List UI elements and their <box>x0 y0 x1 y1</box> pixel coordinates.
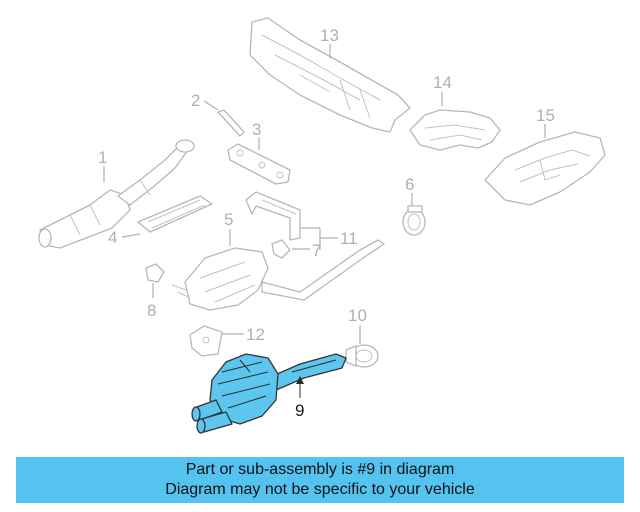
banner-line-1: Part or sub-assembly is #9 in diagram <box>185 461 455 478</box>
part-4-gasket[interactable]: 4 <box>108 195 213 247</box>
part-12-bracket[interactable]: 12 <box>189 325 265 357</box>
part-10-clamp[interactable]: 10 <box>345 306 379 368</box>
part-7-hanger[interactable]: 7 <box>271 239 321 260</box>
callout-7: 7 <box>312 241 321 260</box>
callout-13: 13 <box>320 26 339 45</box>
banner-line-2: Diagram may not be specific to your vehi… <box>165 481 475 498</box>
part-6-clamp[interactable]: 6 <box>402 175 426 236</box>
part-14-heat-shield[interactable]: 14 <box>409 73 501 151</box>
callout-11: 11 <box>340 229 358 248</box>
part-2-bracket[interactable]: 2 <box>191 91 245 137</box>
part-1-front-pipe[interactable]: 1 <box>38 139 195 249</box>
callout-2: 2 <box>191 91 200 110</box>
part-8-hanger[interactable]: 8 <box>145 263 165 320</box>
callout-5: 5 <box>224 210 233 229</box>
callout-6: 6 <box>405 175 414 194</box>
part-15-underbody-shield[interactable]: 15 <box>484 106 606 206</box>
callout-8: 8 <box>147 301 156 320</box>
callout-9: 9 <box>295 401 304 420</box>
callout-15: 15 <box>536 106 555 125</box>
info-banner: Part or sub-assembly is #9 in diagram Di… <box>16 457 624 503</box>
callout-14: 14 <box>433 73 452 92</box>
callout-10: 10 <box>348 306 367 325</box>
part-5-center-muffler[interactable]: 5 <box>171 210 385 311</box>
callout-12: 12 <box>246 325 265 344</box>
part-11-mounting-bracket[interactable]: 11 <box>245 191 358 250</box>
part-9-rear-muffler[interactable]: 9 <box>191 353 347 434</box>
callout-3: 3 <box>252 120 261 139</box>
callout-4: 4 <box>108 228 117 247</box>
part-3-hanger[interactable]: 3 <box>227 120 291 185</box>
part-13-heat-shield[interactable]: 13 <box>249 17 411 133</box>
callout-1: 1 <box>98 148 107 167</box>
